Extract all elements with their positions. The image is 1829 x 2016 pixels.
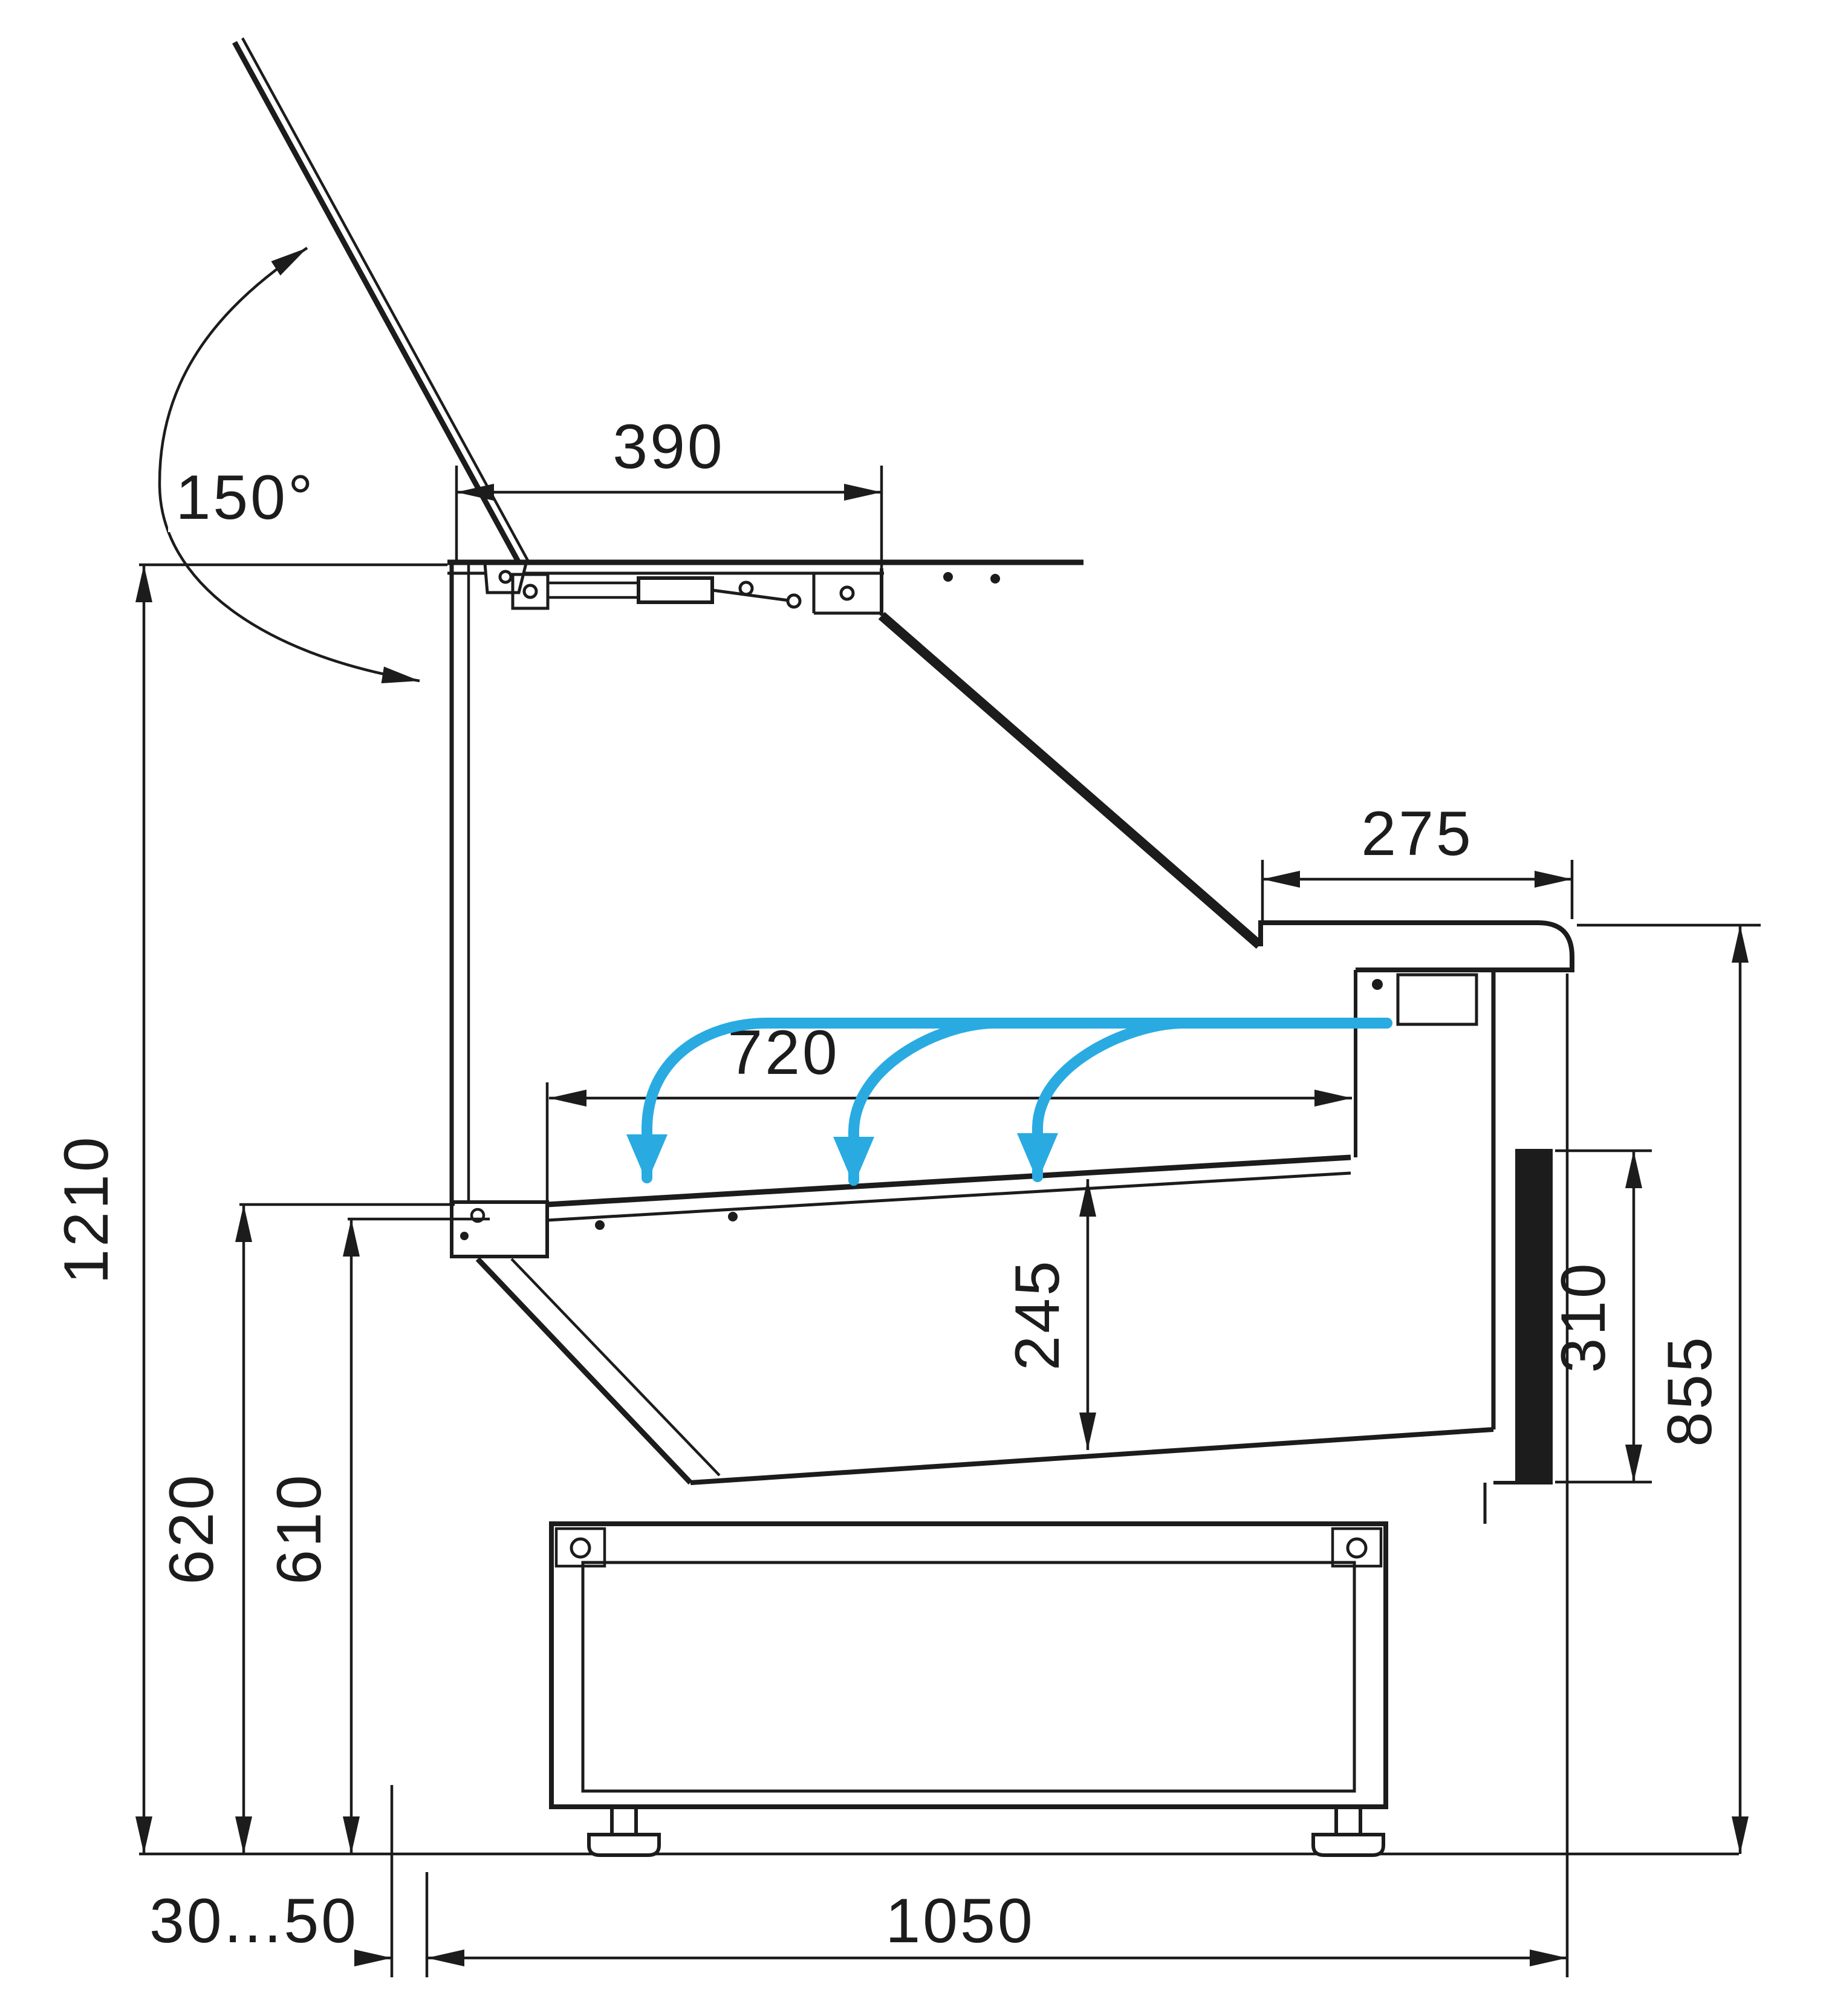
dim-label-rear-counter-height: 855 <box>1655 1335 1725 1447</box>
gas-strut-rod <box>546 581 640 599</box>
dimension-rear-shelf-depth: 275 <box>1261 799 1574 920</box>
dim-label-rear-shelf-depth: 275 <box>1361 799 1473 869</box>
dimension-overall-height: 1210 <box>51 563 447 1854</box>
dim-label-well-height: 245 <box>1002 1258 1073 1371</box>
dimension-rear-counter-height: 855 <box>1577 923 1761 1854</box>
front-sill <box>450 1200 549 1258</box>
dimension-overall-depth: 1050 <box>427 974 1569 1977</box>
dim-label-rear-grille-height: 310 <box>1548 1261 1619 1373</box>
airflow-arrows <box>626 1018 1392 1186</box>
dim-label-overall-depth: 1050 <box>885 1886 1035 1956</box>
dim-label-lid-angle: 150° <box>175 463 315 533</box>
adjustable-foot-left <box>587 1805 661 1857</box>
adjustable-foot-right <box>1311 1805 1385 1857</box>
dimension-well-height: 245 <box>1002 1179 1096 1450</box>
dimension-front-height-inner: 610 <box>264 1217 490 1854</box>
dim-label-front-height-inner: 610 <box>264 1472 334 1585</box>
lid-mechanism <box>511 572 1000 615</box>
dimension-display-depth: 720 <box>545 1018 1352 1200</box>
dimension-floor-gap: 30...50 <box>149 1785 429 1977</box>
dimension-lid-angle: 150° <box>158 247 420 683</box>
dim-label-overall-height: 1210 <box>51 1134 122 1284</box>
dimension-rear-grille-height: 310 <box>1548 1149 1652 1484</box>
dim-label-front-height-outer: 620 <box>157 1472 227 1585</box>
fan-unit <box>1396 973 1478 1026</box>
dim-label-lid-width: 390 <box>612 412 725 482</box>
dimension-front-height-outer: 620 <box>157 1203 455 1854</box>
display-deck <box>547 1154 1351 1230</box>
condenser-grille <box>1483 1149 1553 1524</box>
base-plinth <box>549 1521 1388 1809</box>
rear-counter <box>1258 920 1574 972</box>
dim-label-floor-gap: 30...50 <box>149 1886 359 1956</box>
dimension-lid-width: 390 <box>455 412 883 611</box>
case-body <box>447 559 1574 1857</box>
gas-strut-cylinder <box>637 576 714 604</box>
rear-glass <box>878 611 1263 949</box>
front-glass <box>449 562 470 1205</box>
refrigerated-well <box>475 970 1496 1485</box>
